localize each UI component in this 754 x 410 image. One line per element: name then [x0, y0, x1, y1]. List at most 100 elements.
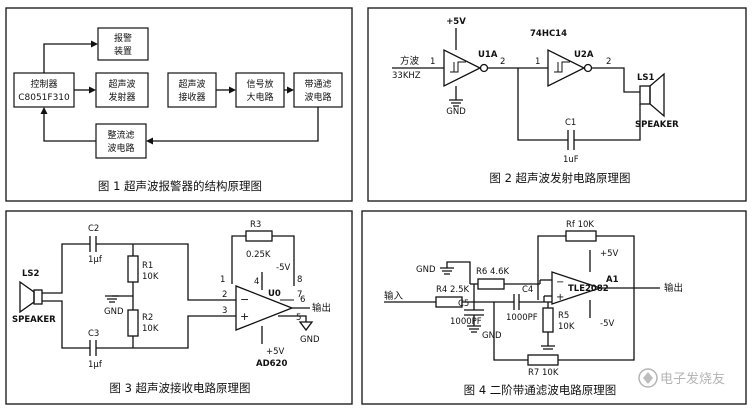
fig3-r3-resistor	[245, 230, 273, 242]
fig3-r2-value: 10K	[142, 324, 159, 334]
fig3-top-rail	[96, 243, 236, 301]
fig2-pin2a: 2	[500, 57, 505, 67]
fig4-minus-sign: −	[556, 277, 564, 288]
fig2-u1a-inverter: U1A	[443, 48, 498, 88]
fig2-out-wire	[592, 67, 640, 93]
fig3-pin8: 8	[297, 275, 302, 285]
fig4-c5-value: 1000PF	[450, 317, 482, 327]
fig3-r2-resistor	[127, 309, 139, 337]
fig4-r6-label: R6 4.6K	[476, 267, 510, 277]
fig4-r6-resistor	[477, 278, 505, 290]
fig3-speaker-label: SPEAKER	[12, 315, 56, 325]
fig3-r1-value: 10K	[142, 272, 159, 282]
fig4-plus-sign: +	[556, 292, 564, 303]
fig4-panel	[361, 210, 747, 405]
fig3-r3-wire-left	[231, 235, 246, 284]
fig3-pin3: 3	[222, 306, 227, 316]
fig4-r7-wire-right	[558, 288, 635, 361]
fig1-receiver-line1: 超声波	[178, 78, 205, 90]
fig4-gnd-label: GND	[416, 265, 436, 275]
fig2-ground-icon	[449, 99, 463, 107]
fig1-block-rectifier: 整流滤 波电路	[95, 123, 147, 159]
fig3-speaker-icon	[19, 280, 43, 314]
fig3-ground-icon	[105, 295, 119, 303]
fig4-r5-value: 10K	[558, 322, 575, 332]
fig1-controller-line2: C8051F310	[18, 93, 70, 103]
fig1-alarm-line1: 报警	[114, 32, 132, 44]
fig3-r3-value: 0.25K	[246, 250, 271, 260]
fig4-ground-icon	[440, 267, 454, 275]
fig3-r3-label: R3	[250, 220, 261, 230]
fig3-ls-label: LS2	[22, 269, 40, 279]
fig2-u2a-inverter: U2A	[547, 48, 594, 88]
fig2-cap-label: C1	[565, 118, 576, 128]
fig3-pin1: 1	[220, 275, 225, 285]
watermark-logo-icon	[638, 368, 658, 388]
fig1-receiver-line2: 接收器	[178, 91, 205, 103]
fig2-speaker-label: SPEAKER	[635, 120, 679, 130]
fig2-panel	[367, 7, 747, 202]
fig2-caption: 图 2 超声波发射电路原理图	[489, 171, 630, 185]
fig3-wire-c2-left	[42, 243, 90, 294]
fig4-opamp-tle2082: − +	[551, 271, 603, 305]
fig3-vneg-label: -5V	[276, 263, 290, 273]
fig4-c4-label: C4	[522, 285, 533, 295]
fig2-pin2b: 2	[606, 57, 611, 67]
fig3-c3-value: 1μf	[88, 360, 103, 370]
fig3-opamp-ad620: − +	[235, 285, 294, 331]
fig1-alarm-line2: 装置	[114, 45, 132, 57]
fig2-chip-label: 74HC14	[530, 29, 567, 39]
fig3-r1-label: R1	[142, 261, 153, 271]
fig3-gnd2-label: GND	[300, 335, 320, 345]
fig2-pin1a: 1	[430, 57, 435, 67]
fig4-vneg-label: -5V	[600, 319, 614, 329]
fig4-r5-label: R5	[558, 311, 569, 321]
fig3-gnd-label: GND	[104, 307, 124, 317]
fig4-c5-label: C5	[458, 299, 469, 309]
fig3-minus-sign: −	[240, 293, 249, 306]
fig1-bandpass-line2: 波电路	[304, 91, 331, 103]
fig4-ground2-icon	[467, 325, 481, 333]
fig2-ls-label: LS1	[637, 73, 655, 83]
fig3-receive-circuit: LS2 SPEAKER C2 1μf C3 1μf R1 10K R2 10K …	[5, 210, 353, 405]
fig3-out-label: 输出	[312, 302, 331, 314]
fig1-bandpass-line1: 带通滤	[304, 78, 331, 90]
fig3-pin5-wire	[278, 315, 307, 322]
fig3-c3-label: C3	[88, 329, 99, 339]
fig4-r5-resistor	[542, 307, 554, 333]
fig4-ground3-icon	[541, 345, 555, 350]
fig3-r2-label: R2	[142, 313, 153, 323]
fig2-cap-wire-left	[517, 68, 568, 141]
fig2-gnd-label: GND	[446, 107, 466, 117]
fig3-pin7: 7	[297, 290, 302, 300]
fig2-pin1b: 1	[535, 57, 540, 67]
fig4-r7-label: R7 10K	[528, 368, 559, 378]
fig1-controller-line1: 控制器	[30, 78, 57, 90]
fig1-transmitter-line2: 发射器	[108, 91, 135, 103]
fig3-r3-wire-right	[272, 235, 295, 286]
fig1-block-bandpass: 带通滤 波电路	[293, 72, 343, 108]
fig4-out-label: 输出	[664, 282, 683, 294]
fig1-amplifier-line1: 信号放	[246, 78, 273, 90]
fig4-rf-wire-right	[596, 235, 635, 288]
fig2-speaker-icon	[639, 72, 665, 118]
fig3-pin4: 4	[254, 277, 259, 287]
fig1-rectifier-line2: 波电路	[107, 142, 134, 154]
fig4-vpos-label: +5V	[600, 249, 619, 259]
fig4-r7-resistor	[527, 354, 559, 366]
fig3-wire-c3-left	[42, 300, 90, 349]
fig1-rectifier-line1: 整流滤	[107, 129, 134, 141]
fig4-c4-value: 1000PF	[506, 313, 538, 323]
fig2-cap-value: 1uF	[563, 155, 579, 165]
fig1-caption: 图 1 超声波报警器的结构原理图	[98, 179, 262, 193]
fig3-panel	[5, 210, 353, 405]
fig1-block-receiver: 超声波 接收器	[167, 72, 217, 108]
fig4-bandpass-circuit: Rf 10K +5V GND R6 4.6K 输入 R4 2.5K C5 100…	[361, 210, 747, 405]
fig3-bottom-rail	[96, 315, 236, 349]
watermark-text: 电子发烧友	[660, 371, 725, 387]
fig4-r7-wire-left	[493, 302, 528, 361]
fig2-input-label: 方波	[400, 55, 420, 67]
fig4-chip-label: TLE2082	[568, 284, 609, 294]
fig3-plus-sign: +	[240, 310, 249, 323]
fig2-input-freq: 33KHZ	[392, 71, 421, 81]
